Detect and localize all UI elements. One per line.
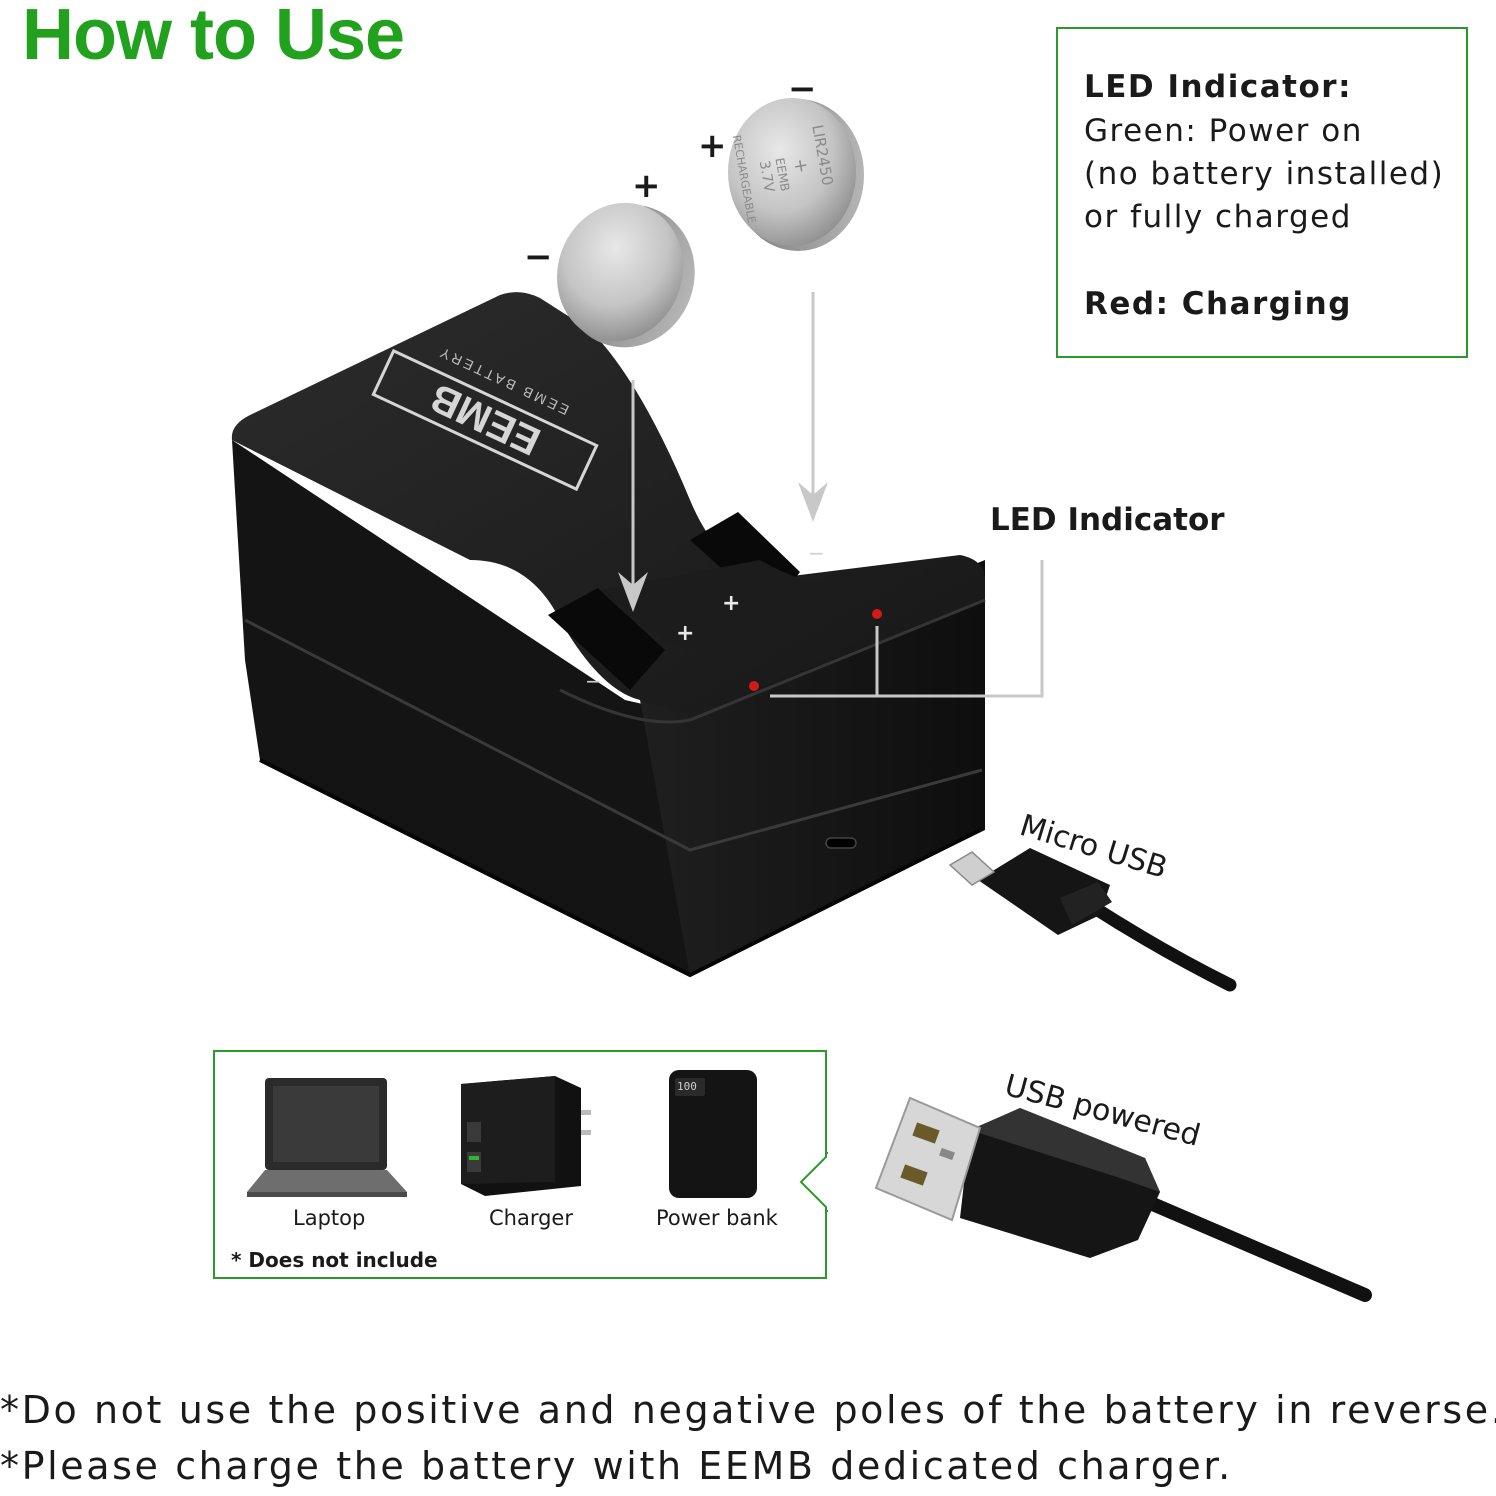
- charger-label: Charger: [489, 1206, 573, 1230]
- led-info-red-line: Red: Charging: [1084, 286, 1352, 322]
- led-callout-lines: [770, 560, 1044, 698]
- does-not-include-note: * Does not include: [231, 1248, 438, 1272]
- power-bank-display: 100: [677, 1080, 697, 1093]
- led-right-dot: [872, 609, 882, 619]
- micro-usb-cable: [948, 848, 1237, 992]
- slot1-minus: −: [585, 669, 602, 693]
- coin-brand-text: EEMB: [772, 157, 792, 193]
- sources-box-pointer: [799, 1152, 833, 1212]
- led-left-dot: [749, 681, 759, 691]
- led-info-green-line3: or fully charged: [1084, 199, 1352, 235]
- wall-charger-icon: [461, 1076, 591, 1196]
- led-info-green-line1: Green: Power on: [1084, 113, 1363, 149]
- note-dedicated-charger: *Please charge the battery with EEMB ded…: [0, 1444, 1233, 1488]
- micro-usb-port: [825, 837, 857, 849]
- led-info-green-line2: (no battery installed): [1084, 156, 1445, 192]
- laptop-icon: [247, 1078, 407, 1197]
- led-info-box: LED Indicator: Green: Power on (no batte…: [1056, 27, 1468, 358]
- slot2-plus: +: [722, 591, 740, 616]
- usb-a-cable: [874, 1096, 1372, 1302]
- right-coin-minus: −: [788, 69, 817, 109]
- coin-voltage-text: 3.7V: [756, 159, 777, 194]
- insert-arrow-right: [798, 292, 828, 522]
- charger-illustration: + + − − EEMB EEMB BATTERY + − LIR2450 + …: [231, 69, 1237, 992]
- power-bank-icon: [669, 1070, 757, 1198]
- left-coin-minus: −: [524, 237, 553, 277]
- power-sources-box: Laptop Charger 100 Power bank * Does not…: [213, 1050, 833, 1279]
- insert-arrow-left: [618, 380, 648, 612]
- page-title: How to Use: [22, 0, 405, 75]
- left-coin-plus: +: [632, 166, 661, 206]
- coin-plus-mark: +: [789, 157, 812, 176]
- slot1-plus: +: [676, 621, 694, 646]
- coin-battery-right: LIR2450 + EEMB 3.7V RECHARGEABLE: [728, 98, 864, 251]
- led-indicator-label: LED Indicator: [990, 502, 1225, 538]
- coin-battery-left: [557, 202, 695, 348]
- slot2-minus: −: [808, 541, 825, 565]
- note-polarity: *Do not use the positive and negative po…: [0, 1388, 1496, 1432]
- power-bank-label: Power bank: [656, 1206, 778, 1230]
- right-coin-plus: +: [698, 126, 727, 166]
- laptop-label: Laptop: [293, 1206, 366, 1230]
- led-info-heading: LED Indicator:: [1084, 69, 1352, 105]
